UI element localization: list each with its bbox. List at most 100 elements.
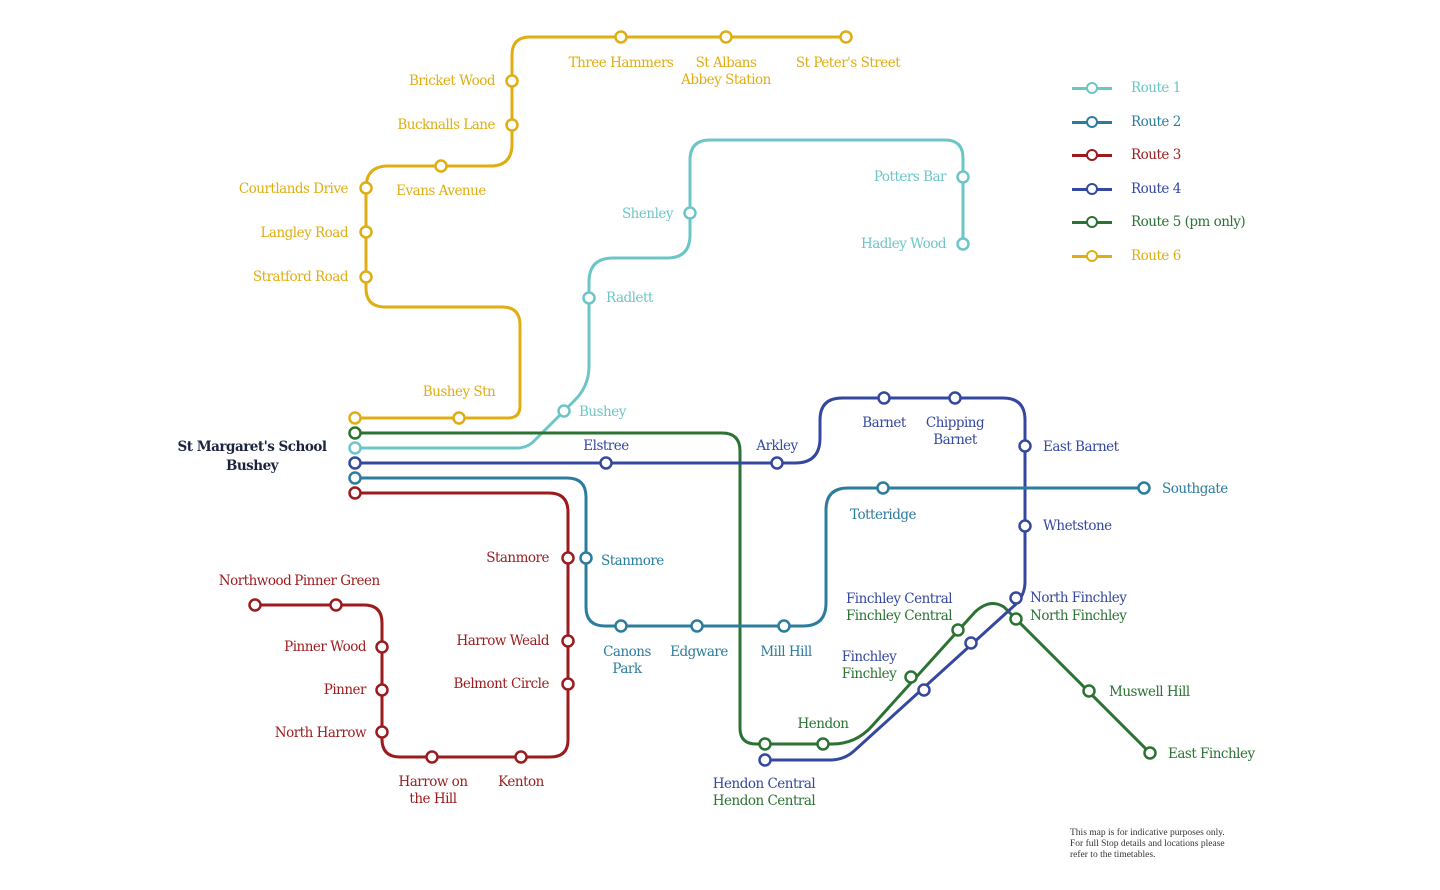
label-whetstone: Whetstone <box>1043 518 1112 534</box>
stop-hendon-central-r5[interactable] <box>758 737 772 751</box>
disclaimer-line: This map is for indicative purposes only… <box>1070 828 1225 838</box>
route-4-line <box>353 396 1027 762</box>
label-east-barnet: East Barnet <box>1043 439 1120 455</box>
stop-bushey[interactable] <box>557 404 571 418</box>
stop-arkley[interactable] <box>770 456 784 470</box>
school-name: St Margaret's School <box>178 439 327 455</box>
stop-belmont-circle[interactable] <box>561 677 575 691</box>
legend-label: Route 1 <box>1131 80 1181 96</box>
disclaimer: This map is for indicative purposes only… <box>1070 828 1240 861</box>
label-st-albans: St Albans <box>696 55 757 71</box>
stop-totteridge[interactable] <box>876 481 890 495</box>
stop-hadley-wood[interactable] <box>956 237 970 251</box>
stop-finchley-r4[interactable] <box>917 683 931 697</box>
school-stop-route-3[interactable] <box>348 486 362 500</box>
stop-edgware[interactable] <box>690 619 704 633</box>
legend-swatch <box>1072 145 1112 165</box>
stop-bricket-wood[interactable] <box>505 74 519 88</box>
legend-route-3[interactable]: Route 3 <box>1072 145 1312 165</box>
stop-pinner[interactable] <box>375 683 389 697</box>
stop-finchley-central-r5[interactable] <box>951 623 965 637</box>
stop-courtlands-drive[interactable] <box>359 181 373 195</box>
stop-radlett[interactable] <box>582 291 596 305</box>
label-canons-park-line2: Park <box>612 661 642 677</box>
label-shenley: Shenley <box>622 206 674 222</box>
stop-east-finchley[interactable] <box>1143 746 1157 760</box>
stop-barnet[interactable] <box>877 391 891 405</box>
label-totteridge: Totteridge <box>850 507 916 523</box>
legend-route-6[interactable]: Route 6 <box>1072 246 1312 266</box>
label-southgate: Southgate <box>1162 481 1228 497</box>
label-canons-park: Canons <box>603 644 651 660</box>
school-stop-route-6[interactable] <box>348 411 362 425</box>
label-north-finchley-r4: North Finchley <box>1030 590 1127 606</box>
stop-potters-bar[interactable] <box>956 170 970 184</box>
label-northwood: Northwood <box>219 573 292 589</box>
stop-northwood[interactable] <box>248 598 262 612</box>
stop-north-finchley-r4[interactable] <box>1009 591 1023 605</box>
label-chipping-barnet-line2: Barnet <box>933 432 978 448</box>
stop-chipping-barnet[interactable] <box>948 391 962 405</box>
legend-label: Route 4 <box>1131 181 1181 197</box>
label-harrow-on-the-hill-line2: the Hill <box>409 791 456 807</box>
route-3-line <box>253 491 570 759</box>
label-bushey-stn: Bushey Stn <box>423 384 496 400</box>
stop-stratford-road[interactable] <box>359 270 373 284</box>
label-muswell-hill: Muswell Hill <box>1109 684 1190 700</box>
stop-harrow-on-the-hill[interactable] <box>425 750 439 764</box>
stop-finchley-central-r4[interactable] <box>964 636 978 650</box>
route-6-line <box>353 35 848 420</box>
label-chipping-barnet: Chipping <box>926 415 985 431</box>
legend-label: Route 2 <box>1131 114 1181 130</box>
stop-three-hammers[interactable] <box>614 30 628 44</box>
stop-kenton[interactable] <box>514 750 528 764</box>
stop-st-albans[interactable] <box>719 30 733 44</box>
stop-shenley[interactable] <box>683 206 697 220</box>
label-langley-road: Langley Road <box>260 225 348 241</box>
stop-southgate[interactable] <box>1137 481 1151 495</box>
stop-pinner-green[interactable] <box>329 598 343 612</box>
label-st-albans-line2: Abbey Station <box>680 72 772 88</box>
stop-pinner-wood[interactable] <box>375 640 389 654</box>
label-finchley-r4: Finchley <box>842 649 897 665</box>
school-name-line2: Bushey <box>226 458 280 474</box>
school-stop-route-2[interactable] <box>348 471 362 485</box>
legend-swatch <box>1072 212 1112 232</box>
label-stanmore-r2: Stanmore <box>601 553 664 569</box>
stop-langley-road[interactable] <box>359 225 373 239</box>
school-stop-route-5[interactable] <box>348 426 362 440</box>
stop-st-peters-street[interactable] <box>839 30 853 44</box>
stop-whetstone[interactable] <box>1018 519 1032 533</box>
stop-stanmore-r2[interactable] <box>579 551 593 565</box>
stop-hendon-central-r4[interactable] <box>758 753 772 767</box>
label-pinner-green: Pinner Green <box>294 573 380 589</box>
label-bushey: Bushey <box>579 404 627 420</box>
label-finchley-central-r4: Finchley Central <box>846 591 952 607</box>
label-pinner-wood: Pinner Wood <box>284 639 367 655</box>
stop-harrow-weald[interactable] <box>561 634 575 648</box>
stop-hendon[interactable] <box>816 737 830 751</box>
legend-route-1[interactable]: Route 1 <box>1072 78 1312 98</box>
legend-route-4[interactable]: Route 4 <box>1072 179 1312 199</box>
school-stop-route-4[interactable] <box>348 456 362 470</box>
stop-north-harrow[interactable] <box>375 725 389 739</box>
legend-swatch <box>1072 246 1112 266</box>
school-stop-route-1[interactable] <box>348 441 362 455</box>
stop-bushey-stn[interactable] <box>452 411 466 425</box>
stop-evans-avenue[interactable] <box>434 159 448 173</box>
stop-bucknalls-lane[interactable] <box>505 118 519 132</box>
stop-finchley-r5[interactable] <box>904 670 918 684</box>
legend-route-2[interactable]: Route 2 <box>1072 112 1312 132</box>
stop-east-barnet[interactable] <box>1018 439 1032 453</box>
label-courtlands-drive: Courtlands Drive <box>239 181 349 197</box>
label-potters-bar: Potters Bar <box>874 169 947 185</box>
stop-north-finchley-r5[interactable] <box>1009 612 1023 626</box>
stop-canons-park[interactable] <box>614 619 628 633</box>
legend-route-5[interactable]: Route 5 (pm only) <box>1072 212 1312 232</box>
stop-mill-hill[interactable] <box>777 619 791 633</box>
stop-stanmore-r3[interactable] <box>561 551 575 565</box>
label-hendon-central-r5: Hendon Central <box>713 793 816 809</box>
stop-elstree[interactable] <box>599 456 613 470</box>
stop-muswell-hill[interactable] <box>1082 684 1096 698</box>
